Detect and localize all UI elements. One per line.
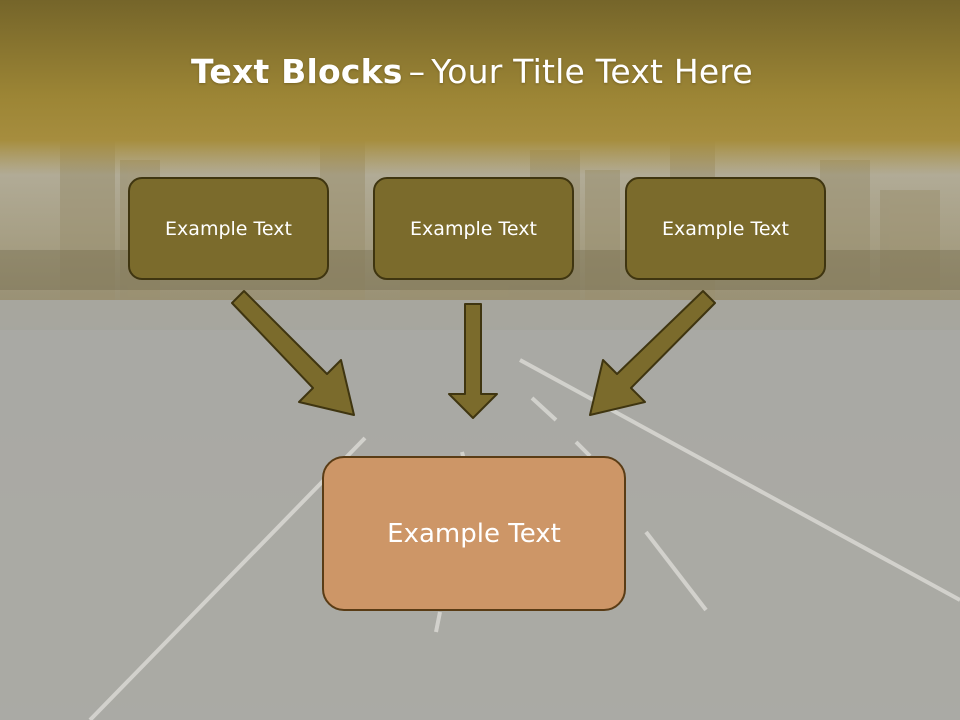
text-block-3-label: Example Text <box>662 217 789 240</box>
target-text-block[interactable]: Example Text <box>322 456 626 611</box>
text-block-2[interactable]: Example Text <box>373 177 574 280</box>
target-text-block-label: Example Text <box>387 518 561 549</box>
text-block-3[interactable]: Example Text <box>625 177 826 280</box>
text-block-1-label: Example Text <box>165 217 292 240</box>
text-block-1[interactable]: Example Text <box>128 177 329 280</box>
title-dash: – <box>408 52 426 91</box>
title-rest: Your Title Text Here <box>431 52 753 91</box>
text-block-2-label: Example Text <box>410 217 537 240</box>
arrow-center-down <box>448 303 498 419</box>
slide-title: Text Blocks–Your Title Text Here <box>0 52 944 91</box>
title-bold: Text Blocks <box>191 52 403 91</box>
arrow-right-diagonal <box>589 290 716 416</box>
arrow-left-diagonal <box>231 290 355 416</box>
